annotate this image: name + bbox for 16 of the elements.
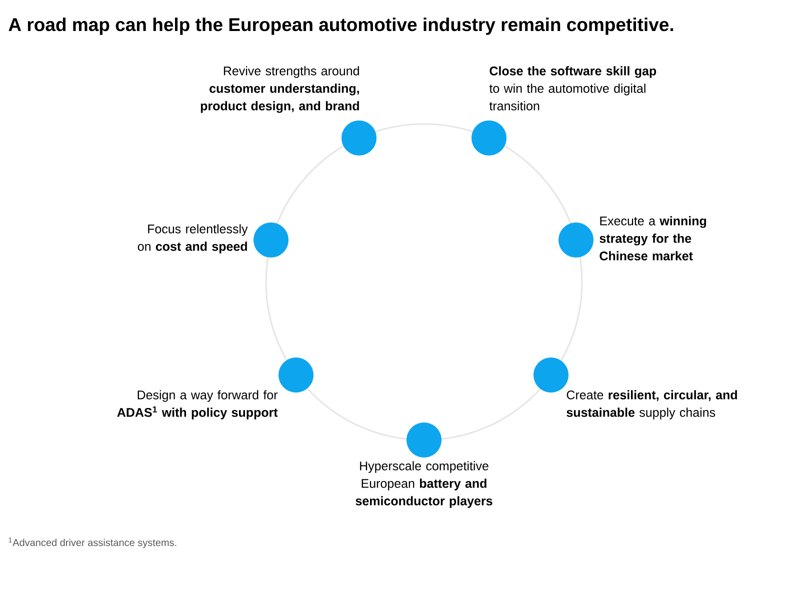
- annotation-text: Revive strengths around customer understanding, product design, and brand: [200, 66, 359, 113]
- title: A road map can help the European automotive industry remain competitive.: [8, 18, 674, 35]
- annotation-text: Focus relentlessly on cost and speed: [138, 224, 248, 254]
- annotation-text: Create resilient, circular, and sustainable supply chains: [566, 390, 737, 420]
- annotation-text: Close the software skill gap to win the automotive digital transition: [489, 66, 656, 110]
- dot: [254, 222, 288, 258]
- annotation-text: Design a way forward for ADAS$^{1}$ with policy support: [117, 390, 278, 420]
- dot: [406, 422, 442, 458]
- footnote: $^{1}$Advanced driver assistance systems.: [8, 538, 176, 548]
- annotation-text: Execute a winning strategy for the Chinese market: [600, 216, 706, 260]
- dot: [278, 358, 314, 392]
- dot: [558, 222, 594, 258]
- dot: [342, 120, 376, 156]
- dot: [472, 120, 506, 156]
- annotation-text: Hyperscale competitive European battery and semiconductor players: [356, 461, 492, 508]
- dot: [534, 358, 568, 392]
